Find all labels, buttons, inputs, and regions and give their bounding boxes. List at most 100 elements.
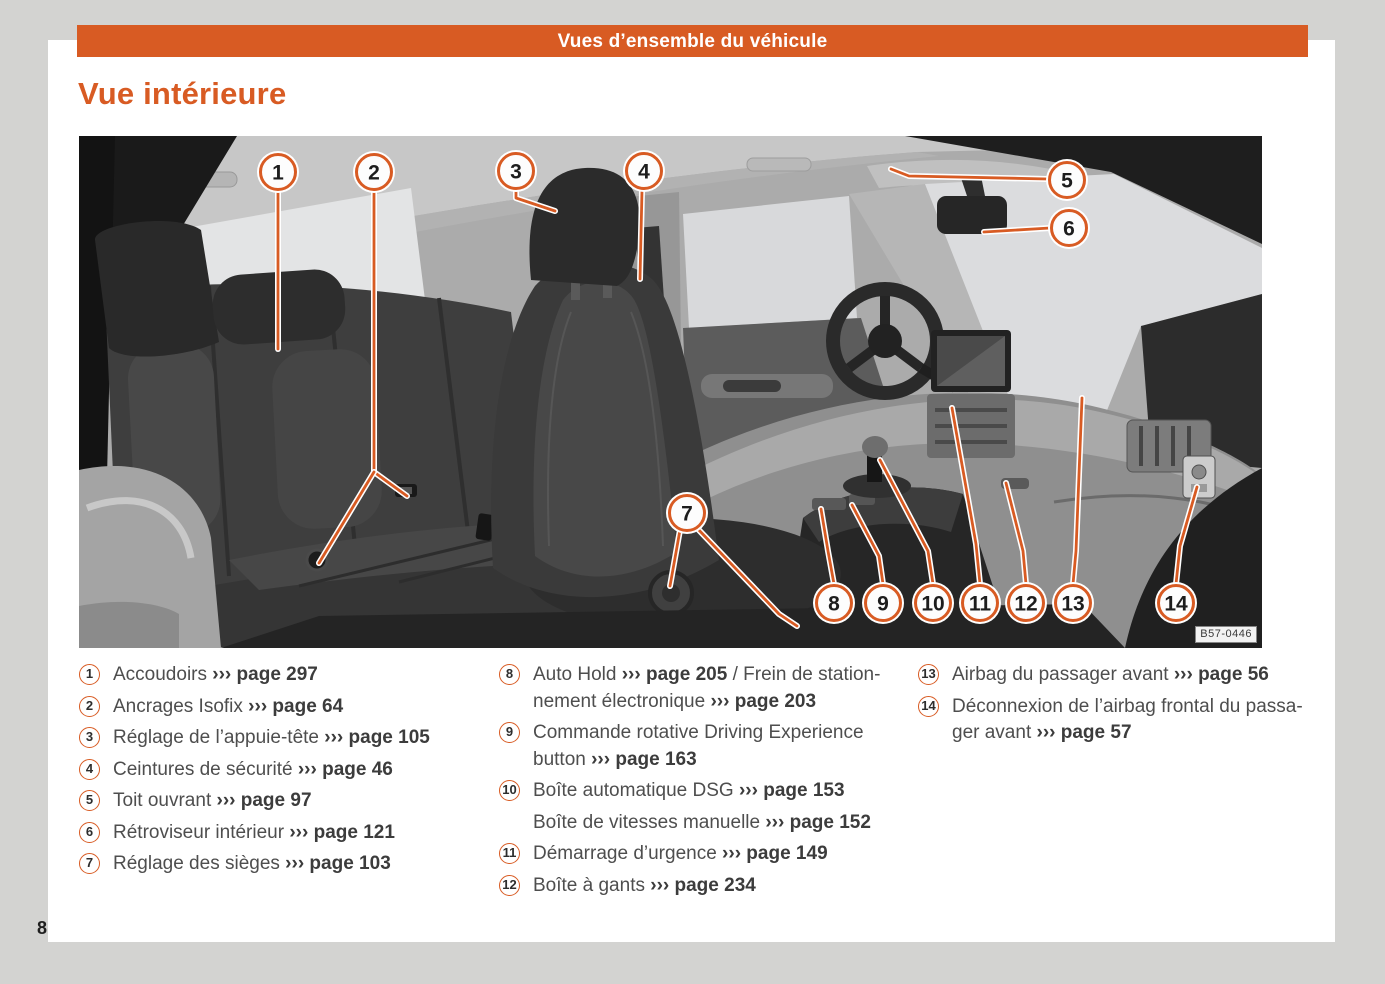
callout-12: 12 <box>1005 582 1047 624</box>
callout-10: 10 <box>912 582 954 624</box>
callout-11: 11 <box>959 582 1001 624</box>
airbag-switch-icon <box>1182 455 1216 499</box>
legend-item-number: 11 <box>499 843 520 864</box>
legend-item-label: Réglage de l’appuie-tête ››› page 105 <box>113 727 430 748</box>
svg-text:9: 9 <box>877 593 889 616</box>
legend-item-label: Ancrages Isofix ››› page 64 <box>113 695 344 717</box>
callout-leader-line <box>638 188 644 281</box>
svg-text:2: 2 <box>368 162 380 185</box>
callout-7: 7 <box>666 492 708 534</box>
svg-text:11: 11 <box>969 593 992 616</box>
callout-leader-line <box>889 167 1050 181</box>
callout-6: 6 <box>1048 207 1090 249</box>
svg-text:7: 7 <box>681 503 693 526</box>
callout-leader-line <box>668 528 682 588</box>
chapter-header-label: Vues d’ensemble du véhicule <box>557 31 828 52</box>
svg-text:13: 13 <box>1061 593 1084 616</box>
callout-leader-line <box>1071 396 1084 586</box>
legend-item: 12 Boîte à gants ››› page 234 <box>499 873 907 900</box>
legend-item-label: Ceintures de sécurité ››› page 46 <box>113 758 393 780</box>
legend-item-label: Rétroviseur intérieur ››› page 121 <box>113 821 395 843</box>
legend-item: 10 Boîte automatique DSG ››› page 153 <box>499 778 907 805</box>
svg-text:8: 8 <box>828 593 840 616</box>
callout-leader-line <box>317 470 376 565</box>
legend-item-number: 10 <box>499 780 520 801</box>
svg-text:3: 3 <box>510 161 522 184</box>
page-number: 8 <box>37 918 48 938</box>
legend-item-number: 5 <box>79 790 100 811</box>
legend-item: 14 Déconnexion de l’airbag frontal du pas… <box>918 694 1322 747</box>
legend-item-label: Réglage des sièges ››› page 103 <box>113 853 391 874</box>
legend-item-label: Boîte à gants ››› page 234 <box>533 874 756 896</box>
legend-item-number: 4 <box>79 758 100 780</box>
legend-column-3: 13 Airbag du passager avant ››› page 56 14… <box>918 662 1322 752</box>
legend-item: 11 Démarrage d’urgence ››› page 149 <box>499 841 907 868</box>
legend-column-2: 8 Auto Hold ››› page 205 / Frein de stati… <box>499 662 907 904</box>
legend-item: 6 Rétroviseur intérieur ››› page 121 <box>79 820 499 847</box>
svg-text:14: 14 <box>1164 593 1188 616</box>
svg-text:4: 4 <box>638 161 650 184</box>
headrest-icon <box>529 167 640 286</box>
svg-text:10: 10 <box>921 593 944 616</box>
callout-leader-line <box>819 507 836 586</box>
svg-text:5: 5 <box>1061 170 1073 193</box>
legend-item-label: Déconnexion de l’airbag frontal du passa… <box>952 695 1303 744</box>
callout-3: 3 <box>495 150 537 192</box>
legend-item-label: Démarrage d’urgence ››› page 149 <box>533 843 828 864</box>
callout-13: 13 <box>1052 582 1094 624</box>
legend-item-number: 8 <box>499 664 520 685</box>
legend-item: 5 Toit ouvrant ››› page 97 <box>79 788 499 815</box>
callout-leader-line <box>850 503 885 586</box>
callout-2: 2 <box>353 151 395 193</box>
legend-item-label: Boîte automatique DSG ››› page 153 <box>533 780 845 801</box>
callout-leader-line <box>1004 481 1028 586</box>
legend-item-number: 9 <box>499 722 520 743</box>
legend-item-number: 6 <box>79 821 100 843</box>
legend-item-number: 14 <box>918 695 939 717</box>
callout-leader-line <box>982 226 1052 234</box>
callout-9: 9 <box>862 582 904 624</box>
gear-shifter-icon <box>862 436 888 458</box>
callout-14: 14 <box>1155 582 1197 624</box>
legend-item-label: Auto Hold ››› page 205 / Frein de statio… <box>533 664 881 712</box>
legend-item-number: 2 <box>79 695 100 717</box>
callout-8: 8 <box>813 582 855 624</box>
svg-text:1: 1 <box>272 162 284 185</box>
callout-1: 1 <box>257 151 299 193</box>
legend-item-number: 1 <box>79 664 100 685</box>
chapter-header-band: Vues d’ensemble du véhicule <box>77 25 1308 57</box>
svg-text:12: 12 <box>1014 593 1037 616</box>
legend-item-number: 3 <box>79 727 100 748</box>
figure-code: B57-0446 <box>1195 626 1257 643</box>
legend-item-label: Boîte de vitesses manuelle ››› page 152 <box>533 811 871 833</box>
callout-leader-line <box>878 458 935 586</box>
legend-item-label: Toit ouvrant ››› page 97 <box>113 790 312 811</box>
callout-leader-line <box>1174 485 1199 586</box>
legend-item: 8 Auto Hold ››› page 205 / Frein de stati… <box>499 662 907 715</box>
legend-item: 13 Airbag du passager avant ››› page 56 <box>918 662 1322 689</box>
legend-item: 3 Réglage de l’appuie-tête ››› page 105 <box>79 725 499 752</box>
callout-leader-line <box>950 406 982 586</box>
legend-item-number: 12 <box>499 874 520 896</box>
legend-item: 2 Ancrages Isofix ››› page 64 <box>79 694 499 721</box>
svg-text:6: 6 <box>1063 218 1075 241</box>
legend-item: 7 Réglage des sièges ››› page 103 <box>79 851 499 878</box>
callout-5: 5 <box>1046 159 1088 201</box>
legend-item-number: 7 <box>79 853 100 874</box>
callout-leader-line <box>694 525 799 628</box>
legend-item-number: 13 <box>918 664 939 685</box>
page-title: Vue intérieure <box>78 76 287 111</box>
legend-item: 4 Ceintures de sécurité ››› page 46 <box>79 757 499 784</box>
rearview-mirror-icon <box>961 176 985 196</box>
legend-item-label: Airbag du passager avant ››› page 56 <box>952 664 1269 685</box>
callout-4: 4 <box>623 150 665 192</box>
callout-leader-line <box>514 188 557 213</box>
